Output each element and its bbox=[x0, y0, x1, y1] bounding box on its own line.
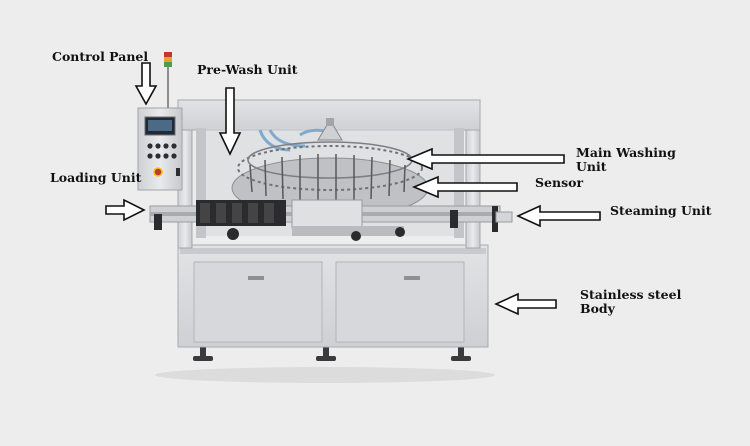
emergency-stop-icon bbox=[153, 167, 163, 177]
main-washing-label-line1: Main Washing bbox=[576, 145, 676, 160]
main-washing-label-line2: Unit bbox=[576, 159, 607, 174]
arrow-loading bbox=[105, 198, 146, 222]
lower-cabinet bbox=[177, 244, 489, 348]
body-label-line2: Body bbox=[580, 301, 615, 316]
signal-tower-light-icon bbox=[164, 52, 172, 108]
arrow-control-panel bbox=[134, 62, 158, 106]
control-panel-label: Control Panel bbox=[52, 49, 149, 64]
outline-arrow-icon bbox=[105, 62, 601, 316]
arrow-pre-wash bbox=[218, 87, 242, 156]
arrow-main-washing bbox=[405, 147, 565, 171]
control-panel bbox=[137, 107, 183, 191]
pre-wash-label: Pre-Wash Unit bbox=[197, 62, 298, 77]
machine-legs bbox=[193, 345, 471, 361]
arrow-body bbox=[494, 292, 557, 316]
body-label-line1: Stainless steel bbox=[580, 287, 682, 302]
floor-shadow bbox=[155, 367, 495, 383]
conveyor bbox=[149, 199, 513, 241]
sensor-label: Sensor bbox=[535, 175, 584, 190]
steaming-unit-label: Steaming Unit bbox=[610, 203, 712, 218]
arrow-steaming bbox=[516, 204, 601, 228]
loading-unit-label: Loading Unit bbox=[50, 170, 142, 185]
arrow-sensor bbox=[411, 175, 518, 199]
